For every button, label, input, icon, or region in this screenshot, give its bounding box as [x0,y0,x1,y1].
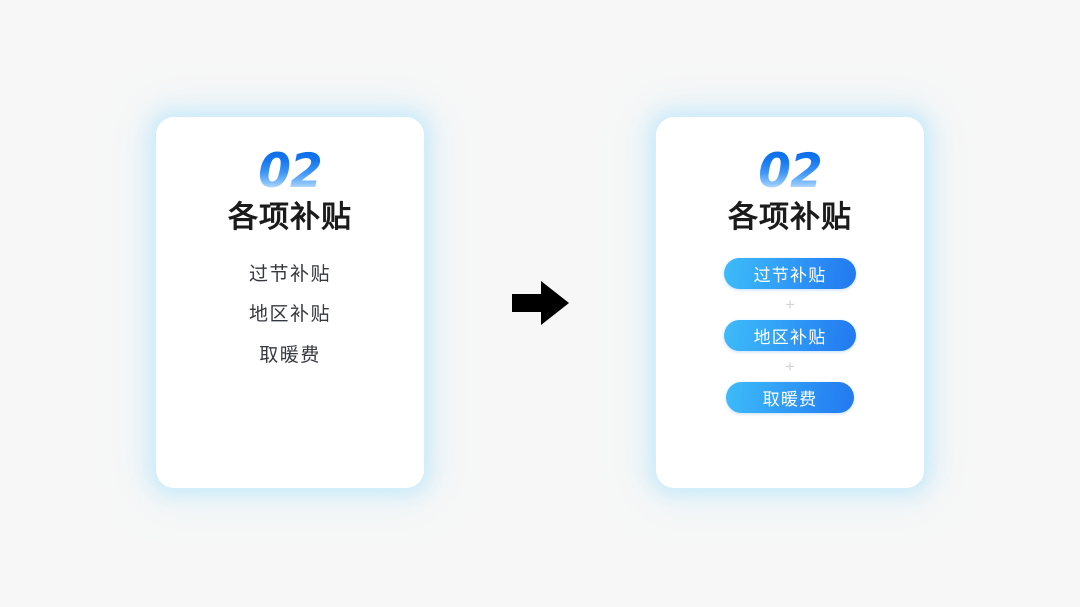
list-item: 地区补贴 [248,304,331,326]
card-before: 02 各项补贴 过节补贴 地区补贴 取暖费 [156,117,424,488]
card-title-before: 各项补贴 [228,201,352,234]
card-before-content: 02 各项补贴 过节补贴 地区补贴 取暖费 [156,117,424,488]
pill-item[interactable]: 过节补贴 [724,257,856,289]
plus-separator-icon: + [785,356,795,376]
pill-item[interactable]: 地区补贴 [724,319,856,351]
step-number-after: 02 [758,144,822,199]
card-title-after: 各项补贴 [728,201,852,234]
plus-separator-icon: + [785,294,795,314]
subsidy-pill-list: 过节补贴 + 地区补贴 + 取暖费 [724,257,856,413]
list-item: 取暖费 [259,345,321,367]
step-number-before: 02 [258,144,322,199]
pill-item[interactable]: 取暖费 [726,381,854,413]
card-after-content: 02 各项补贴 过节补贴 + 地区补贴 + 取暖费 [656,117,924,488]
arrow-right-icon [512,281,569,325]
subsidy-plain-list: 过节补贴 地区补贴 取暖费 [248,263,331,368]
card-after: 02 各项补贴 过节补贴 + 地区补贴 + 取暖费 [656,117,924,488]
list-item: 过节补贴 [248,263,331,285]
